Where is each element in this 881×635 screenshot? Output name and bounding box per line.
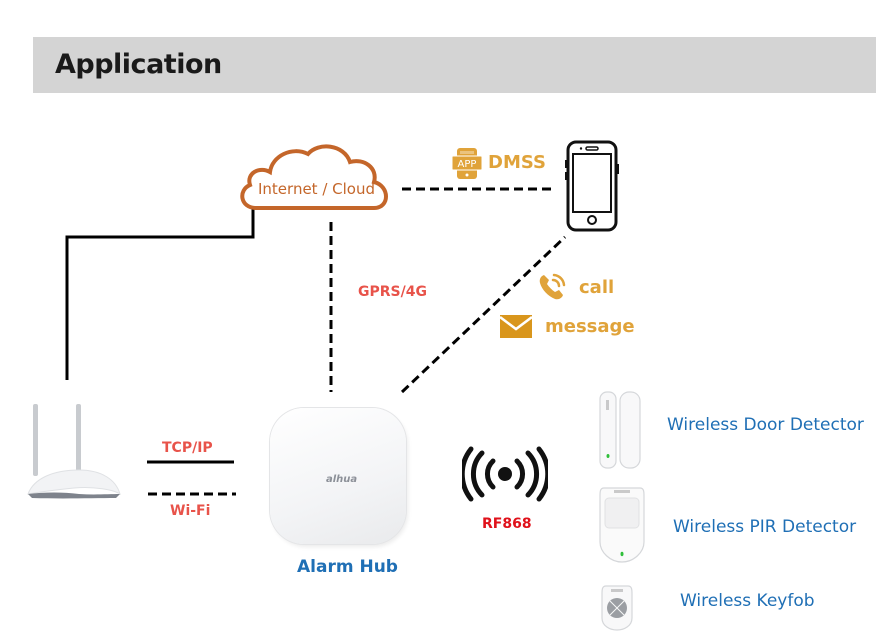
door-detector-icon — [599, 391, 641, 469]
keyfob-icon — [601, 585, 633, 631]
tcpip-label: TCP/IP — [162, 440, 213, 456]
call-label: call — [579, 277, 615, 298]
message-label: message — [545, 316, 635, 337]
envelope-icon — [500, 315, 532, 338]
hub-label: Alarm Hub — [297, 557, 398, 577]
wifi-router-icon — [27, 404, 121, 499]
app-icon: APP — [452, 148, 482, 179]
device-label-pir: Wireless PIR Detector — [673, 517, 857, 537]
cloud-icon — [240, 144, 388, 210]
pir-detector-icon — [599, 487, 645, 563]
device-label-door: Wireless Door Detector — [667, 415, 864, 435]
section-header: Application — [33, 37, 876, 93]
device-label-keyfob: Wireless Keyfob — [680, 591, 815, 611]
radio-waves-icon — [462, 446, 548, 502]
router-cloud-line — [65, 208, 255, 380]
hub-phone-line — [400, 235, 567, 394]
section-title: Application — [55, 49, 222, 80]
alarm-hub-icon: alhua — [270, 408, 406, 544]
hub-brand-logo: alhua — [326, 474, 358, 485]
smartphone-icon — [565, 140, 619, 232]
dmss-label: DMSS — [488, 152, 546, 173]
gprs-label: GPRS/4G — [358, 284, 427, 300]
app-icon-text: APP — [458, 159, 477, 170]
phone-call-icon — [539, 273, 566, 300]
cloud-label: Internet / Cloud — [258, 180, 375, 198]
rf-label: RF868 — [482, 516, 532, 532]
wifi-label: Wi-Fi — [170, 503, 211, 519]
